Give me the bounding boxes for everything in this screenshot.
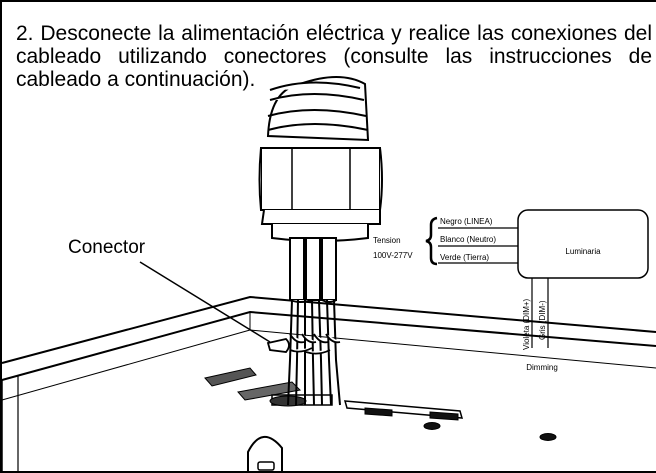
luminaire-box	[517, 209, 649, 279]
dim-wire-label-gray: Gris (DIM-)	[538, 300, 547, 340]
wire-lines	[438, 227, 518, 264]
voltage-label: 100V-277V	[373, 251, 413, 260]
wire-label-green: Verde (Tierra)	[440, 253, 489, 262]
dim-wire-lines	[531, 278, 549, 348]
connector-label: Conector	[68, 237, 146, 258]
wire-nuts	[266, 333, 341, 355]
wire-brace	[425, 216, 438, 266]
connector-leader-line	[139, 261, 271, 343]
dimming-label: Dimming	[526, 363, 558, 372]
dim-wire-label-violet: Violeta (DIM+)	[522, 298, 531, 350]
conduit-fitting	[258, 76, 383, 242]
luminaire-label: Luminaria	[565, 247, 601, 256]
cable-bundle	[289, 237, 337, 303]
tension-label: Tension	[373, 236, 401, 245]
instruction-text: 2. Desconecte la alimentación eléctrica …	[16, 22, 652, 91]
channel-openings	[204, 367, 557, 441]
wiring-schematic: Tension 100V-277V Negro (LINEA) Blanco (…	[373, 209, 649, 372]
fixture-channel	[1, 295, 656, 473]
knockout-slot	[247, 436, 283, 473]
wire-label-black: Negro (LINEA)	[440, 217, 493, 226]
wires-down	[287, 299, 341, 406]
wire-label-white: Blanco (Neutro)	[440, 235, 496, 244]
